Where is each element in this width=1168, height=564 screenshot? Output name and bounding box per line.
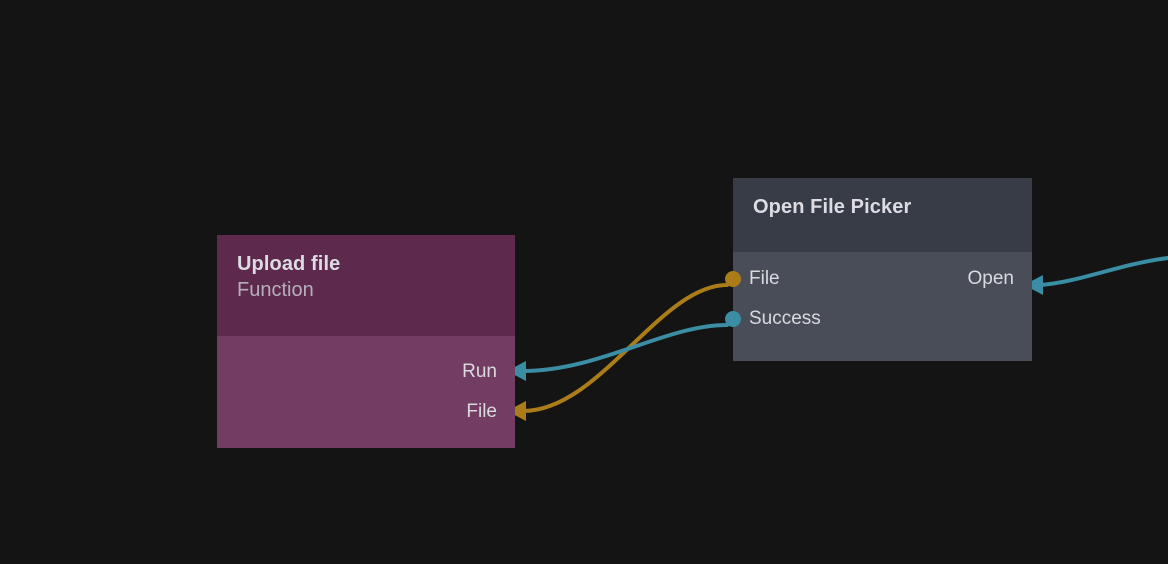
- port-dot-success-icon[interactable]: [725, 311, 741, 327]
- port-label-file-out: File: [466, 401, 497, 422]
- edge-file-wire: [521, 283, 729, 413]
- node-open-file-picker-header[interactable]: Open File Picker: [733, 178, 1032, 252]
- node-open-file-picker-title: Open File Picker: [753, 196, 912, 218]
- port-row-file-out[interactable]: File: [217, 392, 515, 432]
- node-open-file-picker-body: File Open Success: [725, 252, 1032, 361]
- port-row-file-in[interactable]: File Open: [725, 259, 1032, 299]
- edge-success-wire: [521, 323, 729, 373]
- port-row-run[interactable]: Run: [217, 352, 515, 392]
- node-upload-file-body: Run File: [217, 336, 515, 448]
- edge-open-wire: [1038, 256, 1168, 287]
- port-label-file-in: File: [749, 268, 780, 289]
- port-dot-file-icon[interactable]: [725, 271, 741, 287]
- node-open-file-picker[interactable]: Open File Picker File Open Success: [725, 178, 1032, 361]
- node-upload-file[interactable]: Upload file Function Run File: [217, 235, 515, 448]
- port-label-run: Run: [462, 361, 497, 382]
- port-label-success-in: Success: [749, 308, 821, 329]
- node-upload-file-title: Upload file: [237, 253, 341, 275]
- port-row-success-in[interactable]: Success: [725, 299, 1032, 339]
- node-upload-file-subtitle: Function: [237, 279, 314, 301]
- node-upload-file-header[interactable]: Upload file Function: [217, 235, 515, 336]
- port-label-open-out: Open: [967, 268, 1014, 289]
